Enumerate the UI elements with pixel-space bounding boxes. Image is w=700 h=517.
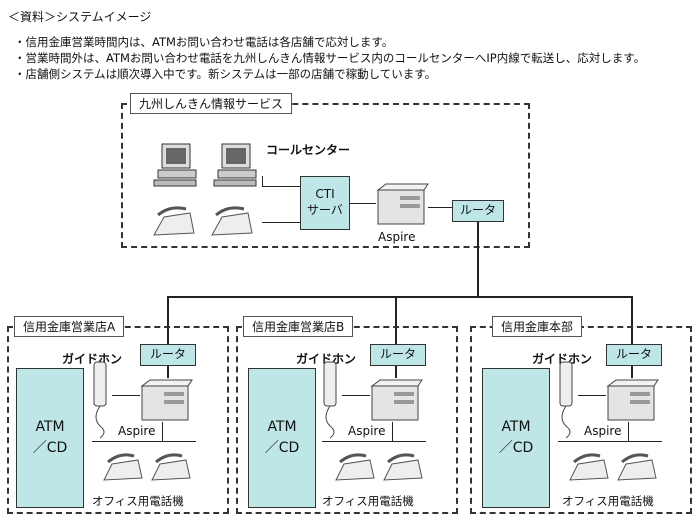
branch-hq-phones-label: オフィス用電話機: [562, 494, 654, 508]
branch-a-guidephone-icon: [93, 361, 107, 439]
branch-a-phone-1-icon: [103, 453, 143, 481]
branch-hq-label: 信用金庫本部: [492, 316, 583, 337]
operator-pc-2-icon: [213, 143, 257, 187]
branch-a-router: ルータ: [140, 344, 196, 366]
operator-pc-1-icon: [153, 143, 197, 187]
branch-a-label: 信用金庫営業店A: [14, 316, 125, 337]
branch-b-atm: ATM／CD: [248, 368, 316, 508]
note-3: ・店舗側システムは順次導入中です。新システムは一部の店舗で稼動しています。: [14, 67, 437, 81]
branch-hq-pbx-label: Aspire: [584, 424, 622, 438]
branch-a-pbx-label: Aspire: [118, 424, 156, 438]
branch-hq-guide-label: ガイドホン: [532, 352, 593, 366]
branch-hq-atm: ATM／CD: [482, 368, 550, 508]
branch-hq-phone-1-icon: [569, 453, 609, 481]
branch-b-guide-label: ガイドホン: [296, 352, 357, 366]
branch-b-phone-1-icon: [335, 453, 375, 481]
branch-a-phones-label: オフィス用電話機: [92, 494, 184, 508]
branch-b-phone-2-icon: [383, 453, 423, 481]
center-pbx-label: Aspire: [378, 230, 416, 244]
center-boundary: [121, 103, 530, 248]
note-2: ・営業時間外は、ATMお問い合わせ電話を九州しんきん情報サービス内のコールセンタ…: [14, 51, 646, 65]
operator-phone-2-icon: [211, 206, 253, 236]
branch-a-guide-label: ガイドホン: [62, 352, 123, 366]
center-router: ルータ: [452, 200, 504, 222]
branch-b-guidephone-icon: [323, 361, 337, 439]
branch-b-pbx-label: Aspire: [348, 424, 386, 438]
note-1: ・信用金庫営業時間内は、ATMお問い合わせ電話は各店舗で応対します。: [14, 35, 394, 49]
center-pbx-icon: [376, 183, 429, 225]
branch-hq-guidephone-icon: [559, 361, 573, 439]
center-label: 九州しんきん情報サービス: [130, 93, 293, 114]
document-title: ＜資料＞システムイメージ: [8, 10, 152, 24]
branch-b-router: ルータ: [370, 344, 426, 366]
branch-b-pbx-icon: [370, 379, 423, 421]
operator-phone-1-icon: [153, 206, 195, 236]
branch-a-phone-2-icon: [151, 453, 191, 481]
branch-a-atm: ATM／CD: [16, 368, 84, 508]
branch-hq-pbx-icon: [606, 379, 659, 421]
branch-b-phones-label: オフィス用電話機: [322, 494, 414, 508]
branch-b-label: 信用金庫営業店B: [243, 316, 354, 337]
branch-hq-router: ルータ: [606, 344, 662, 366]
branch-a-pbx-icon: [140, 379, 193, 421]
call-center-label: コールセンター: [266, 143, 351, 157]
branch-hq-phone-2-icon: [617, 453, 657, 481]
